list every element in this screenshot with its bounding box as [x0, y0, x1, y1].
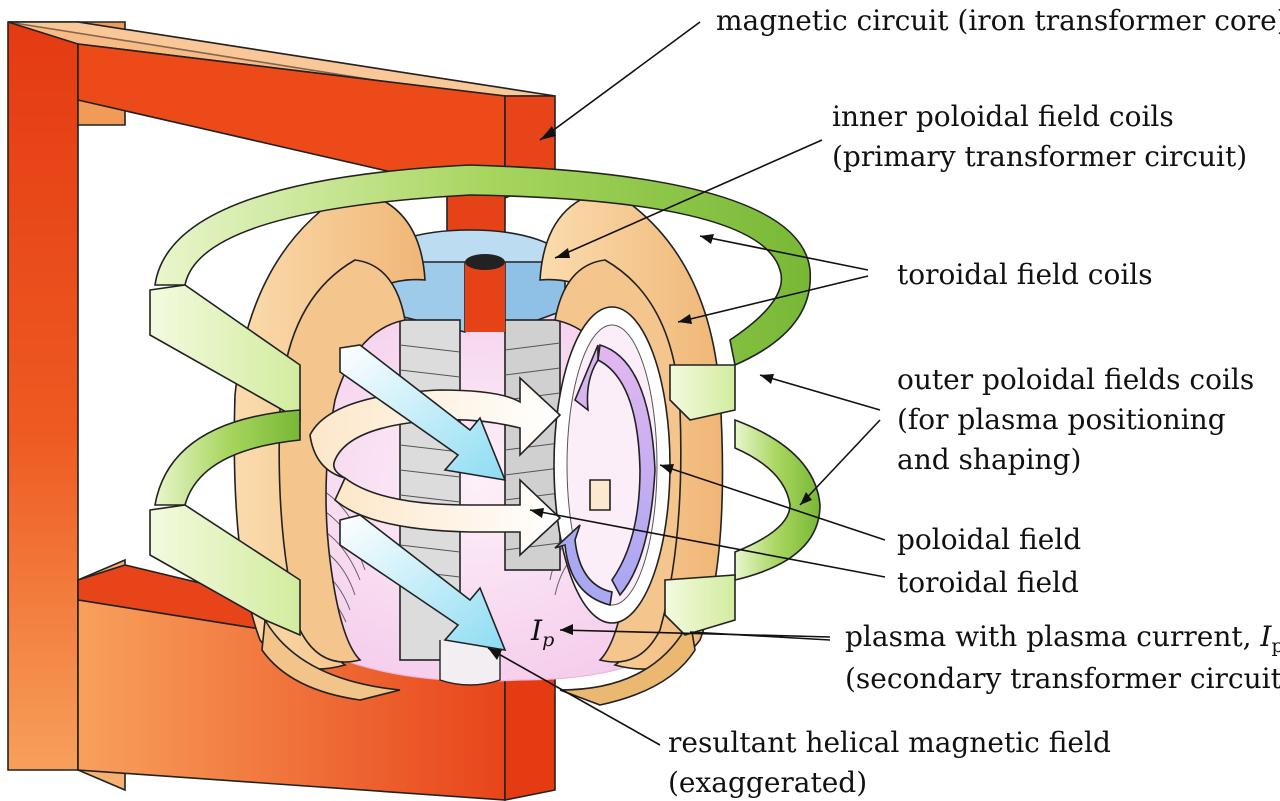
label-poloidal-field: poloidal field — [897, 523, 1081, 556]
label-helical-2: (exaggerated) — [668, 766, 867, 799]
label-toroidal-coils: toroidal field coils — [897, 258, 1153, 291]
label-plasma-2: (secondary transformer circuit) — [845, 662, 1280, 695]
label-toroidal-field: toroidal field — [897, 566, 1079, 599]
label-iron-core: magnetic circuit (iron transformer core) — [716, 4, 1280, 37]
label-outer-poloidal-2: (for plasma positioning — [897, 403, 1226, 436]
label-helical-1: resultant helical magnetic field — [668, 726, 1111, 759]
label-outer-poloidal-1: outer poloidal fields coils — [897, 363, 1254, 396]
poloidal-field-arrow — [597, 343, 656, 597]
helical-field-arrow — [339, 344, 507, 482]
label-plasma-1: plasma with plasma current, Ip — [845, 620, 1280, 657]
label-inner-poloidal-2: (primary transformer circuit) — [832, 140, 1247, 173]
leader-lines — [487, 21, 886, 746]
labels: magnetic circuit (iron transformer core)… — [668, 4, 1280, 799]
field-arrows — [309, 343, 656, 652]
ip-marker: Ip — [530, 614, 554, 651]
label-inner-poloidal-1: inner poloidal field coils — [832, 100, 1174, 133]
outer-poloidal-coils — [149, 164, 821, 637]
label-outer-poloidal-3: and shaping) — [897, 443, 1081, 476]
